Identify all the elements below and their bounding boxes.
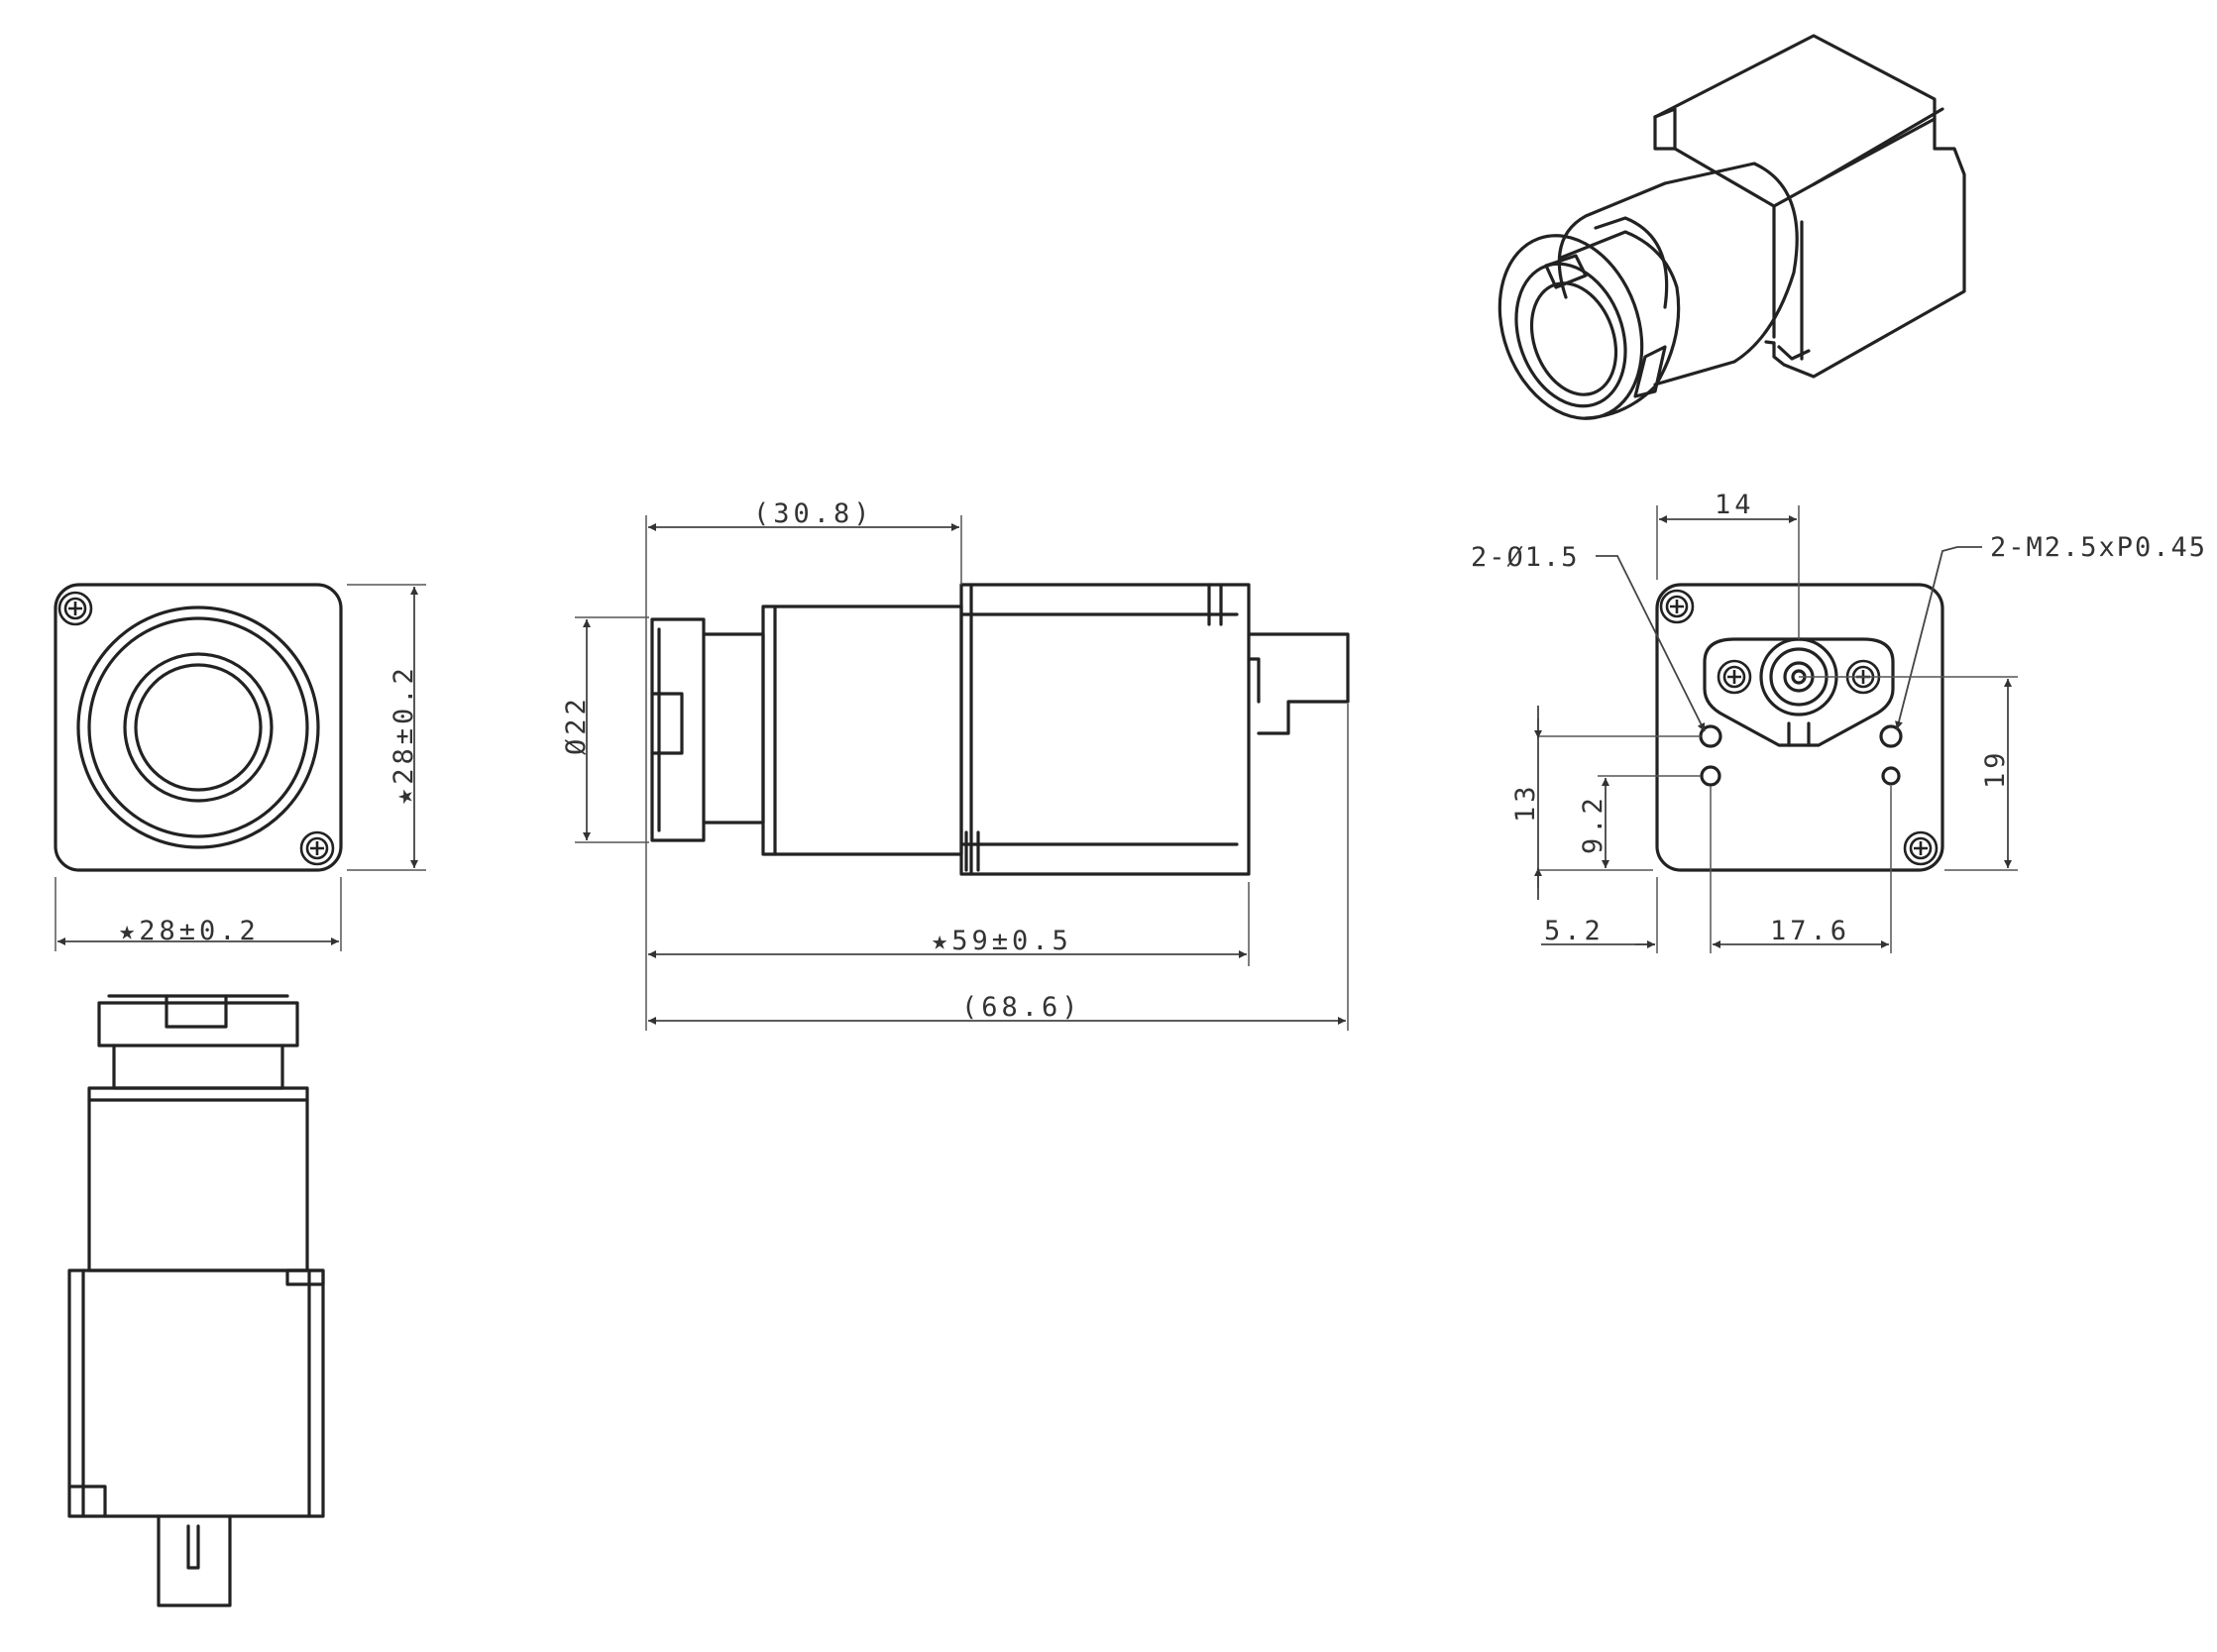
top-view — [67, 994, 325, 1607]
rear-edge-offset: 5.2 — [1544, 916, 1605, 946]
rear-hole-spacing-bottom: 17.6 — [1770, 916, 1850, 946]
screw-icon — [299, 830, 335, 866]
overall-length-dimension: (68.6) — [961, 992, 1082, 1023]
front-width-dimension: ★28±0.2 — [119, 916, 260, 946]
screw-icon — [1659, 589, 1695, 624]
lens-diameter-dimension: Ø22 — [561, 695, 592, 755]
rear-view: 2-Ø1.5 2-M2.5xP0.45 14 13 9.2 19 5.2 17.… — [1471, 490, 2207, 953]
isometric-view — [1497, 34, 1966, 420]
screw-icon — [1903, 830, 1939, 866]
rear-height-9-2: 9.2 — [1578, 794, 1608, 854]
screw-icon — [57, 591, 93, 626]
side-view: (30.8) Ø22 ★59±0.5 (68.6) — [561, 498, 1350, 1031]
rear-height-13: 13 — [1510, 782, 1541, 823]
lens-length-dimension: (30.8) — [753, 498, 874, 529]
thread-callout: 2-M2.5xP0.45 — [1990, 532, 2207, 563]
front-height-dimension: ★28±0.2 — [388, 664, 419, 805]
body-length-dimension: ★59±0.5 — [932, 926, 1072, 956]
screw-icon — [1717, 659, 1752, 695]
rear-hole-spacing-top: 14 — [1715, 490, 1755, 520]
front-view: ★28±0.2 ★28±0.2 — [54, 583, 426, 951]
hole-callout: 2-Ø1.5 — [1471, 542, 1580, 573]
rear-height-19: 19 — [1980, 748, 2011, 789]
